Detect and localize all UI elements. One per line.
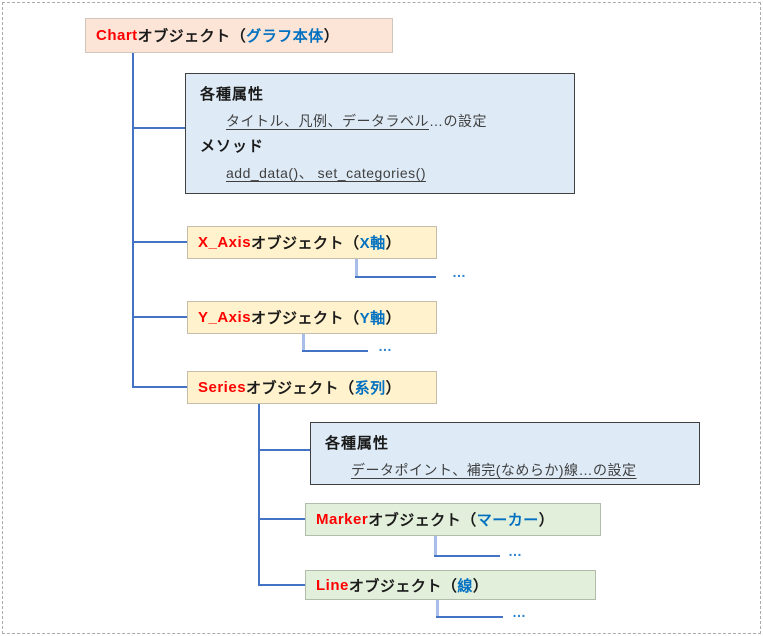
connector-line-child-horizontal — [436, 616, 503, 618]
node-y-axis-inner: Y軸 — [359, 310, 386, 327]
node-y-axis-name: Y_Axis — [198, 309, 252, 326]
connector-branch-attr1 — [132, 127, 185, 129]
node-chart-inner: グラフ本体 — [246, 28, 324, 45]
node-marker-name: Marker — [316, 511, 369, 528]
attr2-heading: 各種属性 — [325, 435, 390, 452]
connector-trunk-chart — [132, 53, 134, 388]
connector-branch-x-axis — [132, 241, 187, 243]
node-chart-name: Chart — [96, 27, 138, 44]
node-chart-suffix: オブジェクト — [137, 28, 231, 45]
connector-y-axis-child-horizontal — [302, 350, 368, 352]
attr1-method-detail: add_data()、 set_categories() — [226, 165, 426, 181]
ellipsis-marker: … — [508, 543, 524, 559]
attr1-heading: 各種属性 — [200, 86, 265, 103]
attr1-detail: タイトル、凡例、データラベル…の設定 — [226, 113, 487, 129]
node-line-name: Line — [316, 576, 349, 594]
ellipsis-line: … — [512, 604, 528, 620]
node-line-inner: 線 — [457, 577, 473, 595]
connector-marker-child-horizontal — [434, 555, 500, 557]
connector-branch-line — [258, 584, 305, 586]
connector-x-axis-child-vertical — [355, 259, 358, 278]
node-series-inner: 系列 — [354, 380, 386, 397]
node-series-name: Series — [198, 379, 247, 396]
ellipsis-x-axis: … — [452, 264, 468, 280]
connector-branch-attr2 — [258, 449, 310, 451]
connector-trunk-series — [258, 404, 260, 586]
node-x-axis-inner: X軸 — [359, 235, 386, 252]
connector-branch-series — [132, 386, 187, 388]
connector-branch-marker — [258, 518, 305, 520]
node-x-axis-name: X_Axis — [198, 234, 252, 251]
series-attributes-box: 各種属性 データポイント、補完(なめらか)線…の設定 — [310, 422, 700, 485]
attr1-method-heading: メソッド — [200, 138, 265, 155]
connector-y-axis-child-vertical — [302, 334, 305, 352]
connector-x-axis-child-horizontal — [355, 276, 436, 278]
connector-marker-child-vertical — [434, 536, 437, 557]
node-marker-inner: マーカー — [476, 512, 539, 529]
connector-branch-y-axis — [132, 316, 187, 318]
attr2-detail: データポイント、補完(なめらか)線…の設定 — [351, 462, 637, 478]
ellipsis-y-axis: … — [378, 338, 394, 354]
chart-attributes-box: 各種属性 タイトル、凡例、データラベル…の設定 メソッド add_data()、… — [185, 73, 575, 194]
connector-line-child-vertical — [436, 600, 439, 618]
